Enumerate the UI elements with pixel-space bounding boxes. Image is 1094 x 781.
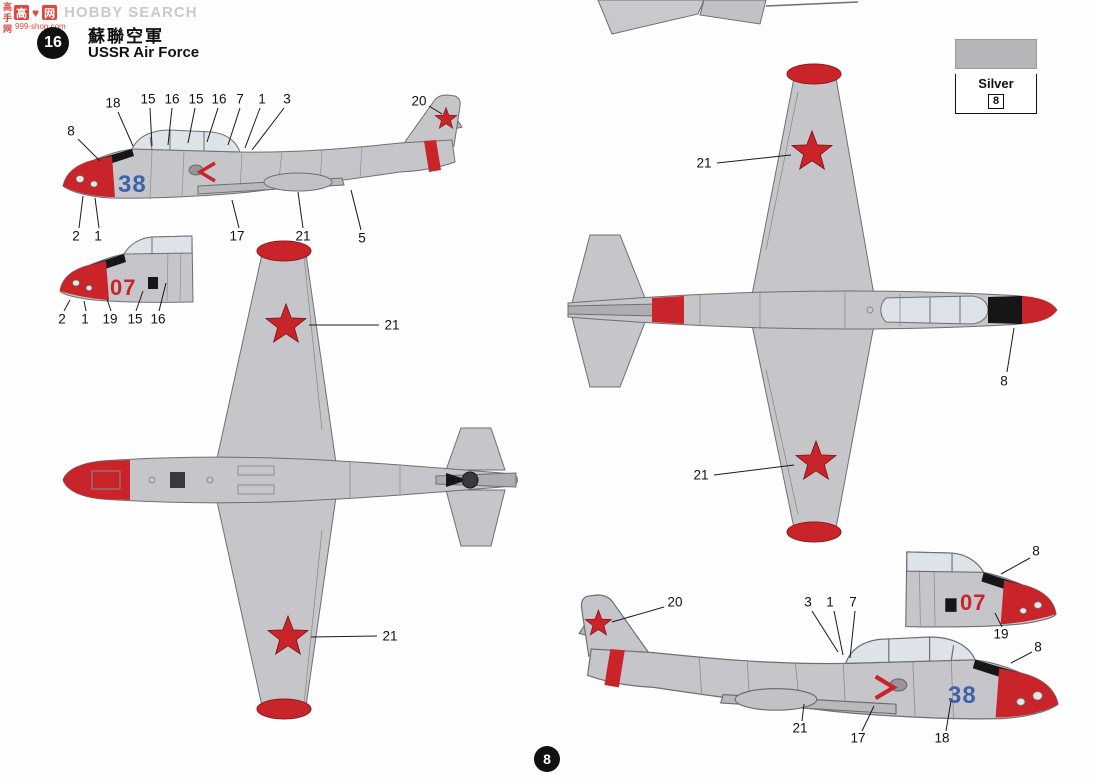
scheme-number-badge: 16 xyxy=(37,27,69,59)
callout-number: 16 xyxy=(164,91,180,107)
partial-aircraft-top xyxy=(597,0,859,35)
callout-number: 8 xyxy=(1000,373,1008,389)
callout-number: 5 xyxy=(358,230,366,246)
watermark-vertical-text: 高手网 xyxy=(2,2,12,35)
tactical-number-blue-starboard: 38 xyxy=(948,682,977,709)
page-title-english: USSR Air Force xyxy=(88,44,200,61)
callout-number: 18 xyxy=(934,730,950,746)
callout-number: 17 xyxy=(229,228,245,244)
callout-number: 8 xyxy=(1032,543,1040,559)
callout-number: 1 xyxy=(94,228,102,244)
callout-number: 2 xyxy=(58,311,66,327)
callout-number: 21 xyxy=(792,720,808,736)
watermark-url: 999-shop.com xyxy=(15,22,66,31)
callout-number: 21 xyxy=(693,467,709,483)
callout-number: 21 xyxy=(696,155,712,171)
callout-number: 21 xyxy=(384,317,400,333)
callout-number: 15 xyxy=(140,91,156,107)
heart-icon: ♥ xyxy=(32,5,40,20)
callout-number: 7 xyxy=(849,594,857,610)
callout-number: 3 xyxy=(804,594,812,610)
bottom-plan-view xyxy=(62,240,518,720)
callout-number: 19 xyxy=(993,626,1009,642)
watermark-brand-text: HOBBY SEARCH xyxy=(64,4,198,21)
callout-number: 1 xyxy=(81,311,89,327)
page-title-chinese: 蘇聯空軍 xyxy=(88,27,164,46)
callout-number: 19 xyxy=(102,311,118,327)
paint-name: Silver xyxy=(978,76,1014,91)
callout-number: 16 xyxy=(150,311,166,327)
top-plan-view xyxy=(567,63,1058,543)
callout-number: 16 xyxy=(211,91,227,107)
callout-number: 17 xyxy=(850,730,866,746)
callout-number: 20 xyxy=(411,93,427,109)
watermark-logo-icon-2: 网 xyxy=(42,5,58,20)
callout-number: 1 xyxy=(258,91,266,107)
callout-number: 7 xyxy=(236,91,244,107)
tactical-number-blue-port: 38 xyxy=(118,171,147,198)
callout-number: 21 xyxy=(382,628,398,644)
paint-swatch: Silver 8 xyxy=(955,39,1037,114)
tactical-number-red-starboard: 07 xyxy=(960,590,986,615)
paint-swatch-label-box: Silver 8 xyxy=(955,74,1037,114)
callout-number: 15 xyxy=(127,311,143,327)
page-number-badge: 8 xyxy=(534,746,560,772)
paint-code: 8 xyxy=(987,94,1005,109)
watermark-brand: 高 ♥ 网 HOBBY SEARCH xyxy=(14,4,198,21)
tactical-number-red-port: 07 xyxy=(110,275,136,300)
callout-number: 18 xyxy=(105,95,121,111)
callout-number: 20 xyxy=(667,594,683,610)
watermark-logo-icon: 高 xyxy=(14,5,29,20)
callout-number: 2 xyxy=(72,228,80,244)
callout-number: 8 xyxy=(67,123,75,139)
silver-swatch-color xyxy=(955,39,1037,69)
callout-number: 8 xyxy=(1034,639,1042,655)
callout-number: 3 xyxy=(283,91,291,107)
callout-number: 21 xyxy=(295,228,311,244)
silver-swatch-rect xyxy=(955,39,1037,69)
callout-number: 15 xyxy=(188,91,204,107)
callout-number: 1 xyxy=(826,594,834,610)
